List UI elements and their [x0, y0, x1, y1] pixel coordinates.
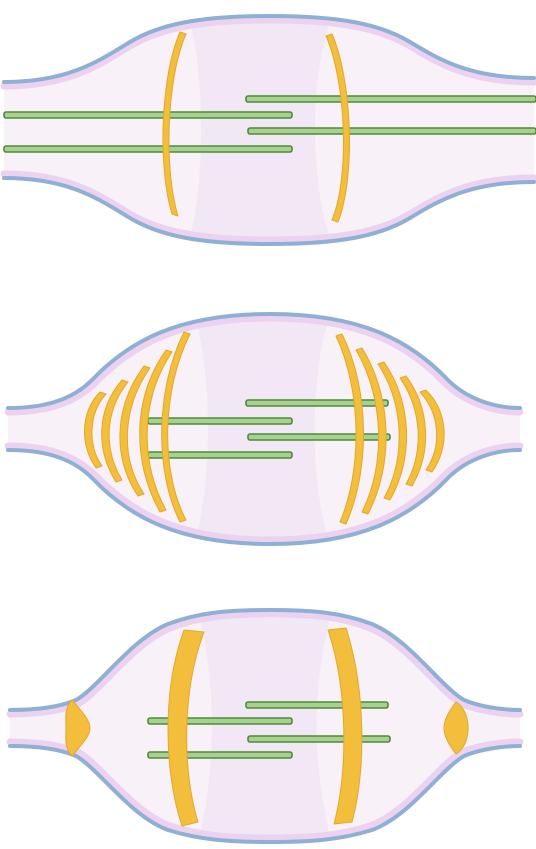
- panel-2: [8, 314, 520, 544]
- panel-3: [10, 610, 520, 842]
- filament: [248, 434, 390, 440]
- filament: [248, 128, 536, 134]
- panel-1: [4, 16, 536, 244]
- filament: [248, 736, 390, 742]
- panel-3-cytoplasm-band: [200, 618, 330, 836]
- filament: [246, 400, 388, 406]
- filament: [4, 112, 292, 118]
- filament: [148, 418, 292, 424]
- filament: [246, 702, 388, 708]
- panel-2-cytoplasm-band: [196, 320, 328, 538]
- filament: [4, 146, 292, 152]
- filament: [148, 452, 292, 458]
- filament: [246, 96, 536, 102]
